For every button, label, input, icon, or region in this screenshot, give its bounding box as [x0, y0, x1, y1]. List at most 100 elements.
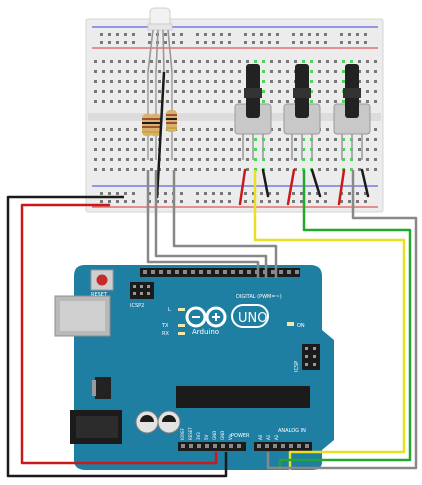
rail-hole — [124, 41, 127, 44]
rail-hole — [276, 200, 279, 203]
terminal-hole — [214, 168, 217, 171]
terminal-hole — [214, 90, 217, 93]
terminal-hole — [286, 100, 289, 103]
terminal-hole — [126, 138, 129, 141]
rail-hole — [260, 41, 263, 44]
rail-hole — [244, 192, 247, 195]
terminal-hole — [166, 168, 169, 171]
terminal-hole — [198, 80, 201, 83]
digital-pin — [167, 270, 171, 274]
digital-pin — [143, 270, 147, 274]
terminal-hole — [238, 100, 241, 103]
analog-pin — [289, 444, 293, 448]
rail-hole — [204, 41, 207, 44]
terminal-hole — [326, 168, 329, 171]
rail-hole — [324, 33, 327, 36]
terminal-hole — [278, 70, 281, 73]
terminal-hole — [94, 60, 97, 63]
rgb-led-body — [149, 7, 171, 27]
terminal-hole — [214, 148, 217, 151]
terminal-hole — [190, 158, 193, 161]
rail-hole — [348, 33, 351, 36]
rail-hole — [100, 192, 103, 195]
digital-pin — [175, 270, 179, 274]
rail-hole — [116, 192, 119, 195]
terminal-hole — [126, 128, 129, 131]
terminal-hole — [270, 80, 273, 83]
gnd-pin-label: GND — [212, 431, 217, 440]
terminal-hole — [310, 60, 313, 63]
rail-hole — [148, 200, 151, 203]
terminal-hole — [270, 138, 273, 141]
terminal-hole — [102, 168, 105, 171]
uno-badge — [231, 304, 269, 328]
terminal-hole — [222, 128, 225, 131]
terminal-hole — [190, 138, 193, 141]
terminal-hole — [286, 60, 289, 63]
terminal-hole — [174, 158, 177, 161]
rail-hole — [300, 41, 303, 44]
rail-hole — [108, 41, 111, 44]
reset-button-cap[interactable] — [96, 274, 108, 286]
terminal-hole — [94, 70, 97, 73]
terminal-hole — [126, 80, 129, 83]
terminal-hole — [126, 90, 129, 93]
terminal-hole — [198, 100, 201, 103]
terminal-hole — [158, 90, 161, 93]
power-pin — [205, 444, 209, 448]
terminal-hole — [102, 80, 105, 83]
terminal-hole — [166, 100, 169, 103]
icsp-header — [302, 344, 320, 370]
rail-hole — [116, 33, 119, 36]
terminal-hole — [206, 100, 209, 103]
terminal-hole — [142, 148, 145, 151]
rail-hole — [260, 33, 263, 36]
terminal-hole — [374, 80, 377, 83]
terminal-hole — [126, 148, 129, 151]
rail-hole — [132, 200, 135, 203]
terminal-hole — [110, 60, 113, 63]
terminal-hole — [230, 60, 233, 63]
terminal-hole — [334, 168, 337, 171]
resistor-green — [150, 72, 161, 160]
rail-hole — [268, 192, 271, 195]
gnd-wire — [6, 195, 228, 478]
terminal-hole — [126, 100, 129, 103]
terminal-hole — [334, 158, 337, 161]
terminal-hole — [270, 158, 273, 161]
terminal-hole — [150, 168, 153, 171]
red-channel-wire — [146, 170, 260, 278]
terminal-hole — [182, 168, 185, 171]
rail-hole — [196, 200, 199, 203]
rgb-led — [147, 7, 173, 73]
resistor-blue — [166, 72, 177, 160]
l-label: L — [168, 307, 171, 313]
rail-hole — [356, 41, 359, 44]
reset-label: RESET — [91, 292, 108, 298]
terminal-hole — [342, 148, 345, 151]
terminal-hole — [358, 148, 361, 151]
terminal-hole — [142, 80, 145, 83]
terminal-hole — [366, 138, 369, 141]
rail-hole — [244, 200, 247, 203]
terminal-hole — [94, 168, 97, 171]
rail-hole — [220, 33, 223, 36]
terminal-hole — [358, 168, 361, 171]
terminal-hole — [286, 168, 289, 171]
terminal-hole — [254, 158, 257, 161]
terminal-hole — [286, 158, 289, 161]
reset-pin-label: RESET — [188, 427, 193, 440]
power-pin — [197, 444, 201, 448]
terminal-hole — [190, 148, 193, 151]
terminal-hole — [118, 168, 121, 171]
rail-hole — [276, 33, 279, 36]
terminal-hole — [286, 70, 289, 73]
terminal-hole — [206, 158, 209, 161]
terminal-hole — [150, 80, 153, 83]
uno-model-text: UNO — [238, 311, 267, 326]
terminal-hole — [270, 90, 273, 93]
terminal-hole — [374, 148, 377, 151]
terminal-hole — [374, 128, 377, 131]
terminal-hole — [366, 148, 369, 151]
digital-pin — [295, 270, 299, 274]
